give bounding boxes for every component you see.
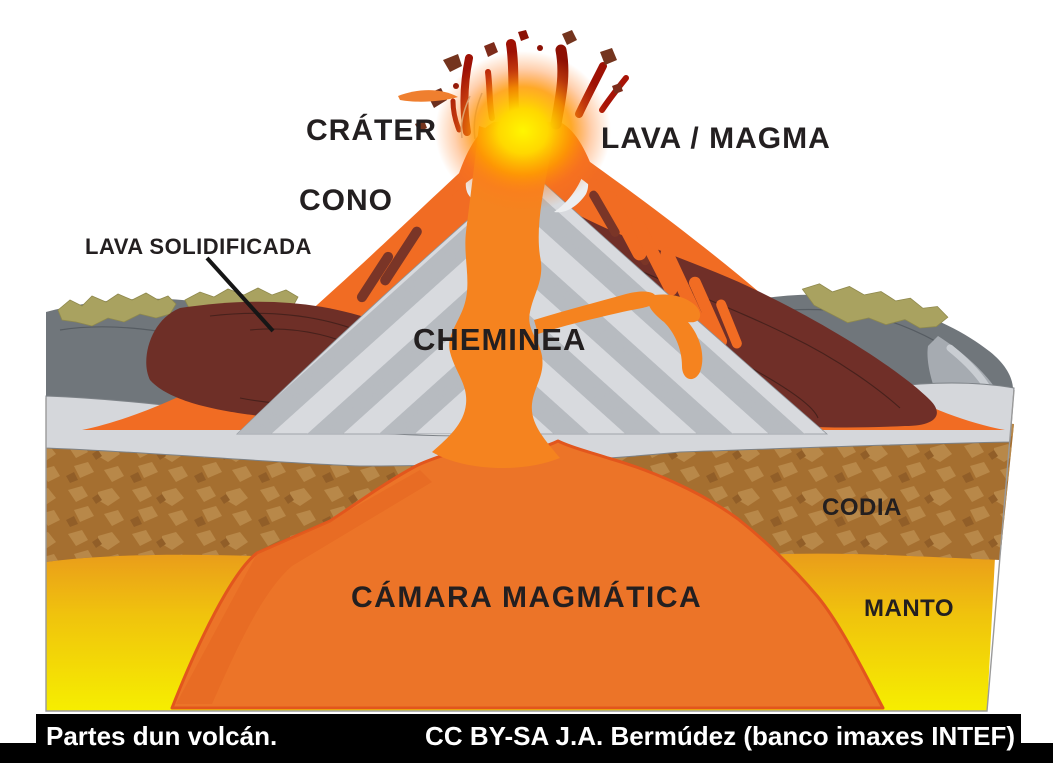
- leader-line: [205, 256, 275, 333]
- caption-bar-notch-right: [1021, 714, 1053, 743]
- strata-stripes-right: [527, 168, 827, 434]
- volcano-illustration: [45, 30, 1015, 712]
- label-crater: CRÁTER: [306, 114, 437, 147]
- chimney-branch-spill: [647, 294, 703, 380]
- label-lava-magma: LAVA / MAGMA: [601, 122, 831, 155]
- label-camara-magmatica: CÁMARA MAGMÁTICA: [351, 581, 703, 614]
- caption-bar: Partes dun volcán. CC BY-SA J.A. Bermúde…: [0, 714, 1053, 763]
- label-manto: MANTO: [864, 595, 955, 622]
- vegetation-patch: [801, 283, 949, 329]
- chimney-branch: [534, 291, 657, 334]
- caption-bar-notch-left: [0, 714, 36, 743]
- cross-section-outline: [45, 389, 1015, 712]
- label-cono: CONO: [299, 184, 393, 217]
- label-lava-solidificada: LAVA SOLIDIFICADA: [85, 234, 312, 259]
- caption-text-row: Partes dun volcán. CC BY-SA J.A. Bermúde…: [46, 721, 1015, 752]
- chimney-conduit: [432, 126, 703, 469]
- label-codia: CODIA: [822, 494, 902, 521]
- eruption-glow: [435, 51, 611, 211]
- strata-stripes-left: [237, 168, 527, 434]
- vegetation-patch: [57, 292, 177, 327]
- caption-title: Partes dun volcán.: [46, 721, 278, 751]
- lava-contour: [599, 251, 901, 409]
- label-cheminea: CHEMINEA: [413, 322, 587, 357]
- caption-credit: CC BY-SA J.A. Bermúdez (banco imaxes INT…: [425, 721, 1015, 751]
- chamber-shade: [176, 470, 432, 704]
